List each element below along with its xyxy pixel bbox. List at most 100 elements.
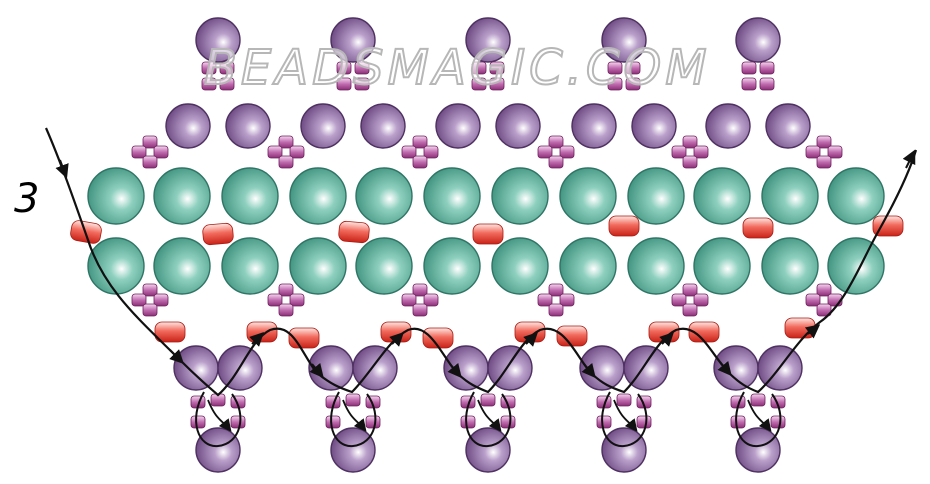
seed-bead bbox=[336, 61, 352, 75]
purple-bead bbox=[465, 17, 511, 63]
seed-bead bbox=[289, 145, 305, 159]
seed-bead bbox=[750, 393, 766, 407]
seed-bead bbox=[616, 393, 632, 407]
seed-bead bbox=[412, 135, 428, 149]
seed-bead bbox=[142, 135, 158, 149]
thread-arrow-icon bbox=[207, 399, 232, 432]
seed-bead bbox=[401, 293, 417, 307]
thread-arrow-icon bbox=[717, 360, 732, 377]
purple-bead bbox=[495, 103, 541, 149]
seed-bead bbox=[548, 303, 564, 317]
thread-loop bbox=[465, 391, 512, 448]
seed-bead bbox=[412, 283, 428, 297]
seed-bead bbox=[548, 283, 564, 297]
seed-bead bbox=[682, 283, 698, 297]
teal-bead bbox=[491, 167, 549, 225]
thread-arrow-icon bbox=[249, 332, 264, 347]
seed-bead bbox=[289, 293, 305, 307]
seed-bead bbox=[693, 145, 709, 159]
seed-bead bbox=[559, 293, 575, 307]
seed-bead bbox=[278, 283, 294, 297]
thread-arrow-icon bbox=[902, 149, 916, 169]
seed-bead bbox=[682, 135, 698, 149]
purple-bead bbox=[195, 427, 241, 473]
seed-bead bbox=[153, 145, 169, 159]
thread-arrow-icon bbox=[523, 332, 538, 347]
seed-bead bbox=[625, 77, 641, 91]
purple-bead bbox=[631, 103, 677, 149]
seed-bead bbox=[759, 77, 775, 91]
purple-bead bbox=[360, 103, 406, 149]
seed-bead bbox=[480, 393, 496, 407]
thread-arrow-icon bbox=[447, 362, 462, 379]
seed-bead bbox=[596, 415, 612, 429]
seed-bead bbox=[537, 293, 553, 307]
thread-arrow-icon bbox=[613, 399, 638, 432]
thread-arrow-icon bbox=[659, 332, 674, 347]
seed-bead bbox=[401, 145, 417, 159]
purple-bead bbox=[765, 103, 811, 149]
seed-bead bbox=[816, 283, 832, 297]
purple-bead bbox=[601, 427, 647, 473]
seed-bead bbox=[682, 303, 698, 317]
teal-bead bbox=[355, 167, 413, 225]
seed-bead bbox=[548, 135, 564, 149]
teal-bead bbox=[221, 167, 279, 225]
purple-bead bbox=[713, 345, 759, 391]
seed-bead bbox=[671, 293, 687, 307]
seed-bead bbox=[142, 303, 158, 317]
red-bead bbox=[246, 321, 278, 343]
seed-bead bbox=[770, 415, 786, 429]
seed-bead bbox=[131, 145, 147, 159]
seed-bead bbox=[682, 155, 698, 169]
teal-bead bbox=[693, 167, 751, 225]
seed-bead bbox=[805, 293, 821, 307]
thread-loop bbox=[601, 391, 648, 448]
seed-bead bbox=[354, 61, 370, 75]
seed-bead bbox=[741, 61, 757, 75]
seed-bead bbox=[548, 155, 564, 169]
purple-bead bbox=[443, 345, 489, 391]
seed-bead bbox=[354, 77, 370, 91]
thread-arrow-icon bbox=[747, 399, 772, 432]
purple-bead bbox=[173, 345, 219, 391]
thread-arrow-icon bbox=[389, 332, 404, 347]
thread-loop bbox=[195, 391, 242, 448]
teal-bead bbox=[559, 237, 617, 295]
teal-bead bbox=[627, 237, 685, 295]
teal-bead bbox=[627, 167, 685, 225]
seed-bead bbox=[278, 303, 294, 317]
seed-bead bbox=[423, 293, 439, 307]
seed-bead bbox=[336, 77, 352, 91]
thread-arrow-icon bbox=[342, 399, 367, 432]
seed-bead bbox=[423, 145, 439, 159]
purple-bead bbox=[330, 17, 376, 63]
seed-bead bbox=[607, 77, 623, 91]
red-bead bbox=[338, 220, 370, 244]
seed-bead bbox=[471, 77, 487, 91]
teal-bead bbox=[153, 237, 211, 295]
purple-bead bbox=[195, 17, 241, 63]
seed-bead bbox=[636, 415, 652, 429]
seed-bead bbox=[816, 155, 832, 169]
seed-bead bbox=[201, 61, 217, 75]
step-number-label: 3 bbox=[14, 176, 40, 222]
teal-bead bbox=[289, 167, 347, 225]
teal-bead bbox=[423, 167, 481, 225]
seed-bead bbox=[278, 155, 294, 169]
red-bead bbox=[608, 215, 640, 237]
red-bead bbox=[202, 222, 234, 246]
teal-bead bbox=[153, 167, 211, 225]
purple-bead bbox=[330, 427, 376, 473]
thread-loop bbox=[735, 391, 782, 448]
seed-bead bbox=[153, 293, 169, 307]
purple-bead bbox=[705, 103, 751, 149]
teal-bead bbox=[761, 167, 819, 225]
seed-bead bbox=[471, 61, 487, 75]
seed-bead bbox=[142, 283, 158, 297]
seed-bead bbox=[500, 415, 516, 429]
red-bead bbox=[784, 317, 816, 339]
thread-arrow-icon bbox=[169, 349, 184, 364]
seed-bead bbox=[142, 155, 158, 169]
